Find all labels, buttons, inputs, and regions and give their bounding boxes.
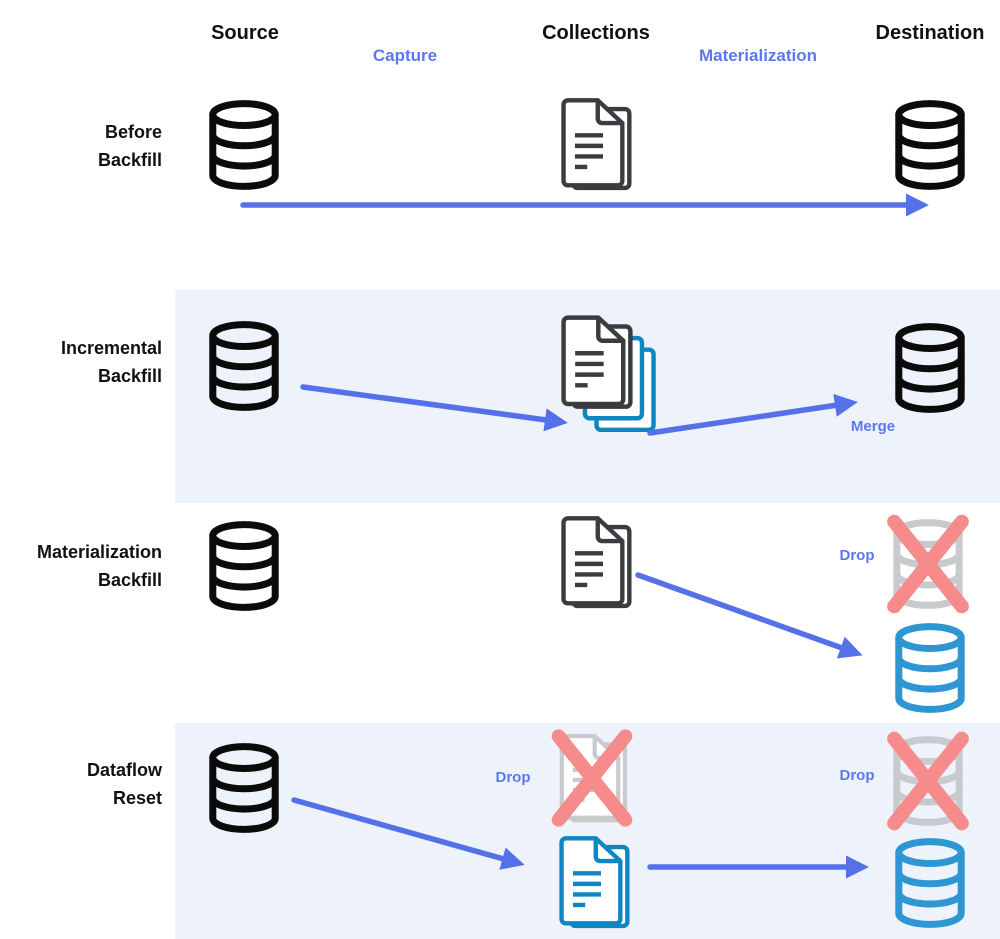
row-label-line: Before: [104, 122, 162, 142]
database-icon: [891, 320, 969, 416]
drop-label: Drop: [839, 767, 875, 784]
arrow-materialization-backfill: [635, 572, 863, 659]
row-label-dataflow-reset: Dataflow Reset: [0, 756, 162, 812]
row-label-before-backfill: Before Backfill: [0, 118, 162, 174]
database-icon: [891, 835, 969, 931]
row-label-line: Backfill: [97, 570, 162, 590]
row-label-line: Materialization: [36, 542, 162, 562]
document-stack-icon: [552, 312, 666, 439]
column-header-source: Source: [211, 22, 279, 44]
dropped-database-icon: [889, 516, 967, 612]
database-icon: [891, 620, 969, 716]
row-label-line: Dataflow: [86, 760, 162, 780]
column-header-collections: Collections: [542, 22, 650, 44]
row-label-line: Incremental: [60, 338, 162, 358]
document-icon: [552, 95, 640, 195]
drop-label: Drop: [495, 769, 531, 786]
row-label-line: Backfill: [97, 150, 162, 170]
document-icon: [552, 513, 640, 613]
merge-label: Merge: [850, 418, 896, 435]
flow-label-capture: Capture: [372, 46, 438, 65]
database-icon: [205, 740, 283, 836]
row-label-materialization-backfill: Materialization Backfill: [0, 538, 162, 594]
database-icon: [891, 97, 969, 193]
database-icon: [205, 97, 283, 193]
database-icon: [205, 318, 283, 414]
row-label-line: Reset: [112, 788, 162, 808]
x-mark-icon: [881, 511, 975, 617]
drop-label: Drop: [839, 547, 875, 564]
row-label-line: Backfill: [97, 366, 162, 386]
database-icon: [205, 518, 283, 614]
column-header-destination: Destination: [875, 22, 985, 44]
flow-label-materialization: Materialization: [698, 46, 818, 65]
document-icon: [550, 833, 638, 933]
row-label-incremental-backfill: Incremental Backfill: [0, 334, 162, 390]
